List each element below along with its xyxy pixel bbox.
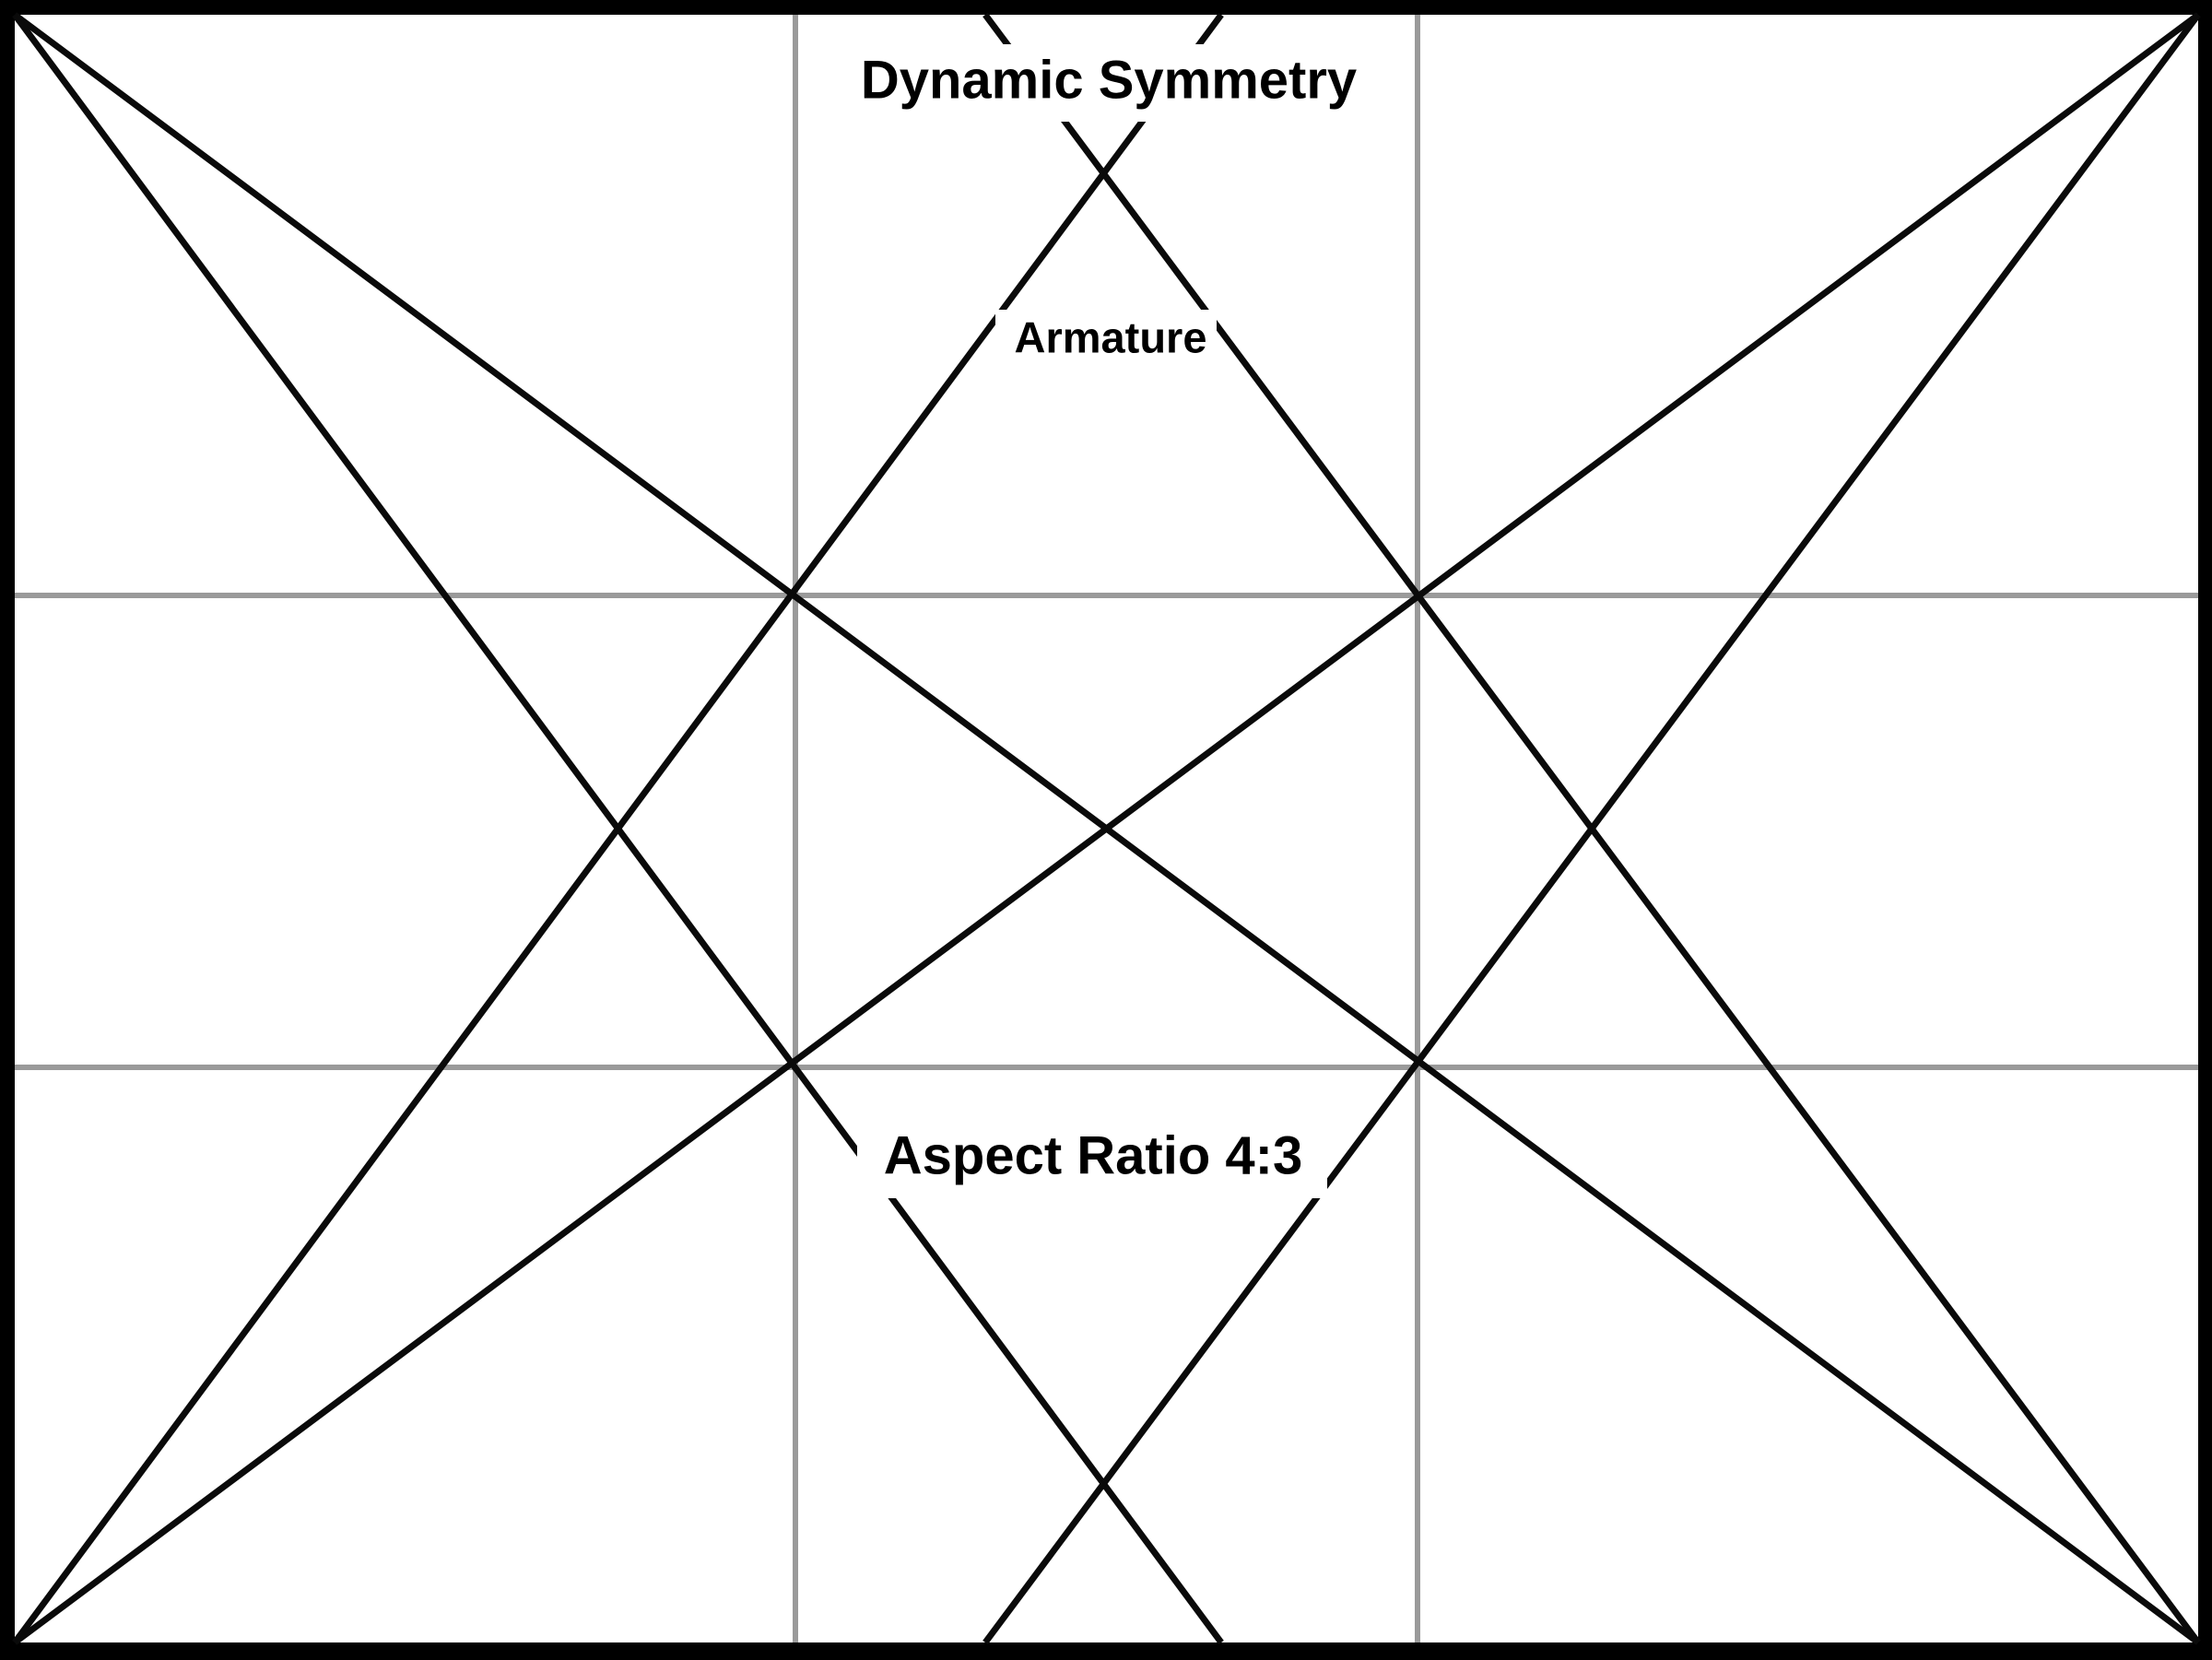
title-label-background (834, 44, 1378, 122)
reciprocal-bottom-left (12, 12, 1224, 1645)
title-label: Dynamic Symmetry (861, 50, 1357, 110)
thirds-grid (15, 15, 2198, 1642)
armature-lines (12, 12, 2201, 1645)
main-diagonal-up (12, 12, 2201, 1645)
armature-label: Armature (1015, 312, 1207, 361)
ratio-label-background (857, 1115, 1327, 1198)
aspect-ratio-label: Aspect Ratio 4:3 (884, 1125, 1302, 1185)
armature-label-background (995, 310, 1217, 367)
reciprocal-bottom-right (982, 12, 2201, 1645)
